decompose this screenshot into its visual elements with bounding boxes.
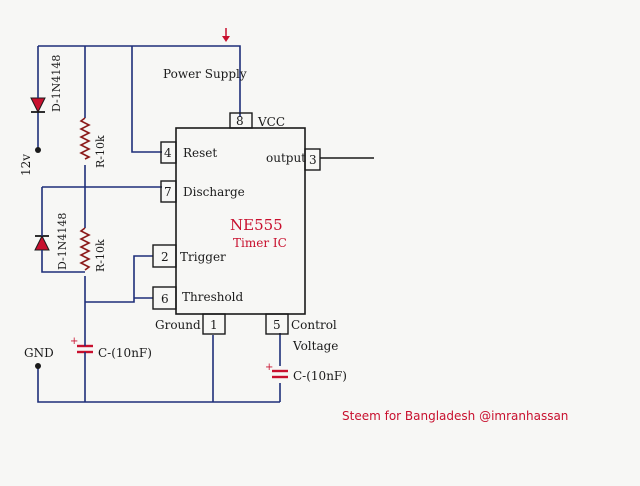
pin-2-box [152,244,177,268]
pin-8-number: 8 [236,114,244,128]
pin-1-number: 1 [210,318,218,332]
cap-right-label: C-(10nF) [293,369,347,383]
pin-7-box [160,180,177,203]
pin-5-box [265,313,289,335]
cap-right-plus-icon: + [265,362,273,373]
cap-left-plus-icon: + [70,336,78,347]
diode-top-triangle-icon [30,97,46,114]
power-arrow-head-icon [222,36,230,42]
capacitor-right: + [265,362,288,379]
pin-6-number: 6 [161,292,169,306]
pin-3-box [304,148,321,171]
pin-7-number: 7 [164,185,172,199]
pin-4-box [160,141,177,164]
reset-label: Reset [183,146,217,160]
pin-1-box [202,313,226,335]
resistor-top-label: R-10k [94,135,107,168]
reset-wire [131,46,162,153]
ground-rail [37,368,280,403]
output-label: output [266,151,306,165]
wires [37,45,281,403]
ground-label: Ground [155,318,201,332]
vcc-label: VCC [257,115,285,129]
trigger-label: Trigger [180,250,226,264]
resistor-top-zigzag [79,117,91,160]
cap-left-label: C-(10nF) [98,346,152,360]
gnd-label: GND [24,346,54,360]
pin-3-number: 3 [309,153,317,167]
diode-top-label: D-1N4148 [50,55,63,112]
ic-name-label: NE555 [230,216,283,234]
pin-5-number: 5 [273,318,281,332]
diode-bottom [34,224,50,256]
resistor-bottom-label: R-10k [94,239,107,272]
pin-8-box [229,112,253,129]
diode-bottom-label: D-1N4148 [56,213,69,270]
trigger-wire [85,255,153,303]
pin-6-box [152,286,177,310]
ic-sub-label: Timer IC [233,236,287,250]
supply-terminal [35,147,41,153]
diode-bottom-triangle-icon [34,234,50,251]
power-supply-label: Power Supply [163,67,247,81]
control-label-line1: Control [291,318,337,332]
top-rail-wire [38,45,241,117]
pin-boxes [152,112,321,335]
diode-top [30,72,46,114]
supply-voltage-label: 12v [19,154,33,176]
resistor-bottom-zigzag [79,227,91,271]
control-label-line2: Voltage [292,339,338,353]
discharge-label: Discharge [183,185,245,199]
pin-2-number: 2 [161,250,169,264]
pin-4-number: 4 [164,146,172,160]
threshold-label: Threshold [182,290,244,304]
gnd-terminal [35,363,41,369]
capacitor-left: + [70,336,93,362]
diode-bottom-lower-lead [41,256,85,273]
credit-text: Steem for Bangladesh @imranhassan [342,409,568,423]
